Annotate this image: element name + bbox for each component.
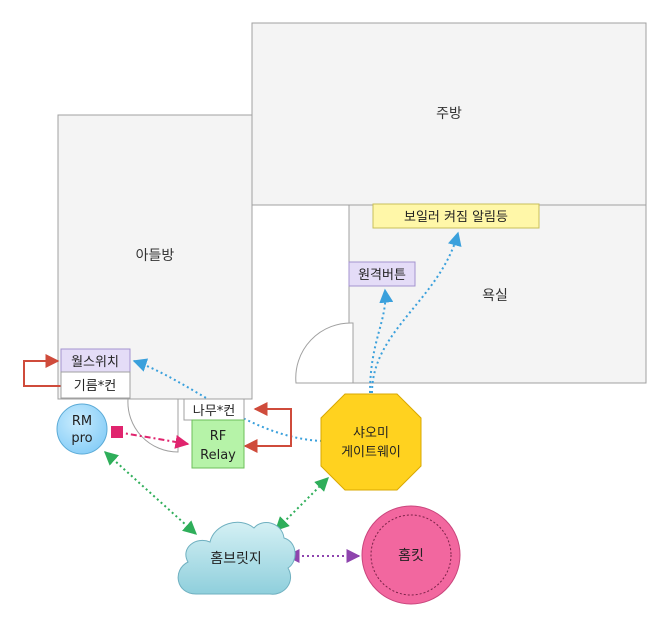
link-gateway-remote-button <box>369 288 394 394</box>
link-gateway-boiler-light <box>371 231 462 394</box>
room-bathroom-label: 욕실 <box>482 288 508 304</box>
boiler-light-box: 보일러 켜짐 알림등 <box>372 203 540 229</box>
rf-relay-label-line2: Relay <box>200 448 236 463</box>
room-bathroom: 욕실 <box>348 204 647 384</box>
link-wall-switch-loop <box>23 354 61 387</box>
wood-con-box: 나무*컨 <box>183 398 245 421</box>
door-bathroom <box>295 322 354 384</box>
oil-con-label: 기름*컨 <box>74 379 116 394</box>
room-sons-room-label: 아들방 <box>136 248 175 264</box>
boiler-light-label: 보일러 켜짐 알림등 <box>404 210 508 225</box>
home-bridge-label: 홈브릿지 <box>210 551 262 567</box>
gateway-label-line2: 게이트웨이 <box>341 445 401 460</box>
wall-switch-label: 월스위치 <box>71 355 119 370</box>
door-sons-room <box>127 398 179 453</box>
rm-pro-label-line2: pro <box>71 431 92 446</box>
link-rf-relay-loop <box>243 402 292 453</box>
rf-relay-box: RF Relay <box>191 419 245 469</box>
rf-relay-label-line1: RF <box>210 429 227 444</box>
link-rm-pro-rf-relay <box>111 426 190 449</box>
gateway-label-line1: 샤오미 <box>353 426 389 441</box>
rm-pro-device: RM pro <box>56 403 108 455</box>
wall-switch-box: 월스위치 <box>60 348 131 373</box>
link-rm-pro-home-bridge <box>103 451 198 535</box>
room-kitchen-label: 주방 <box>436 106 462 122</box>
home-bridge-cloud: 홈브릿지 <box>177 521 296 595</box>
oil-con-box: 기름*컨 <box>60 371 131 399</box>
xiaomi-gateway: 샤오미 게이트웨이 <box>320 393 422 491</box>
remote-button-box: 원격버튼 <box>348 261 416 287</box>
remote-button-label: 원격버튼 <box>358 268 406 283</box>
link-home-bridge-gateway <box>275 477 329 531</box>
rm-pro-label-line1: RM <box>72 414 92 429</box>
room-kitchen: 주방 <box>251 22 647 206</box>
homekit-device: 홈킷 <box>361 505 461 605</box>
homekit-label: 홈킷 <box>398 548 424 564</box>
wood-con-label: 나무*컨 <box>193 404 235 419</box>
